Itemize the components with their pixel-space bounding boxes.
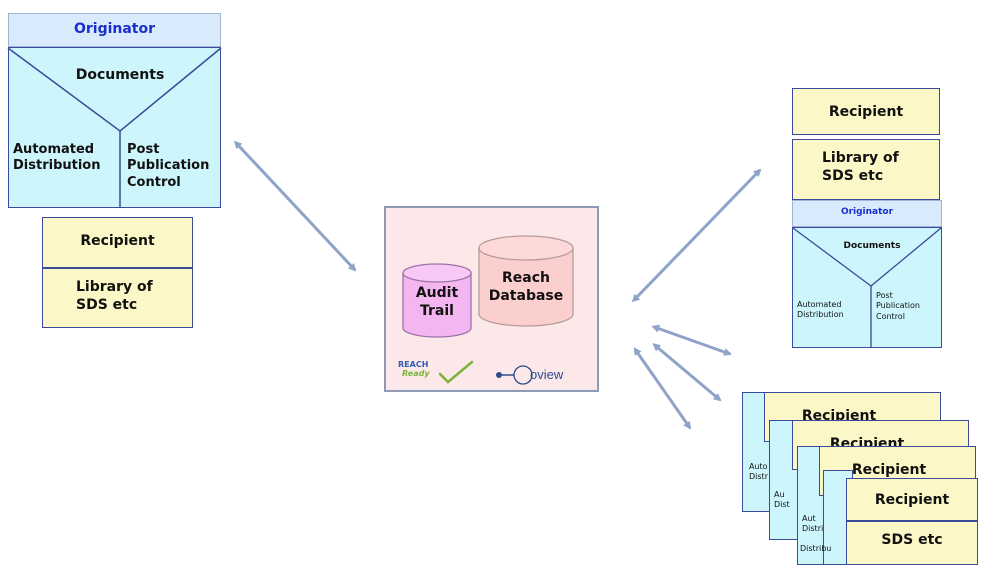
checkmark-icon <box>438 360 474 384</box>
arrow-hub-to-stack-2 <box>633 347 692 430</box>
arrow-left-to-hub <box>233 140 357 272</box>
documents-label-left: Documents <box>75 67 165 83</box>
audit-trail-cylinder <box>402 263 472 338</box>
library-label-right: Library of SDS etc <box>822 150 899 184</box>
reach-database-cylinder <box>478 235 574 327</box>
recipient-divider-right <box>792 134 940 140</box>
automated-distribution-left: Automated Distribution <box>13 142 101 174</box>
documents-label-right: Documents <box>843 241 901 251</box>
originator-label-left: Originator <box>73 21 156 37</box>
reach-database-label: Reach Database <box>488 270 564 304</box>
recipient-box-right <box>792 88 940 200</box>
post-publication-control-right: Post Publication Control <box>876 291 920 321</box>
stacked-card-4-title: Recipient <box>874 492 950 508</box>
recipient-title-left: Recipient <box>80 233 155 249</box>
stacked-card-4-divider <box>846 520 978 522</box>
recipient-title-right: Recipient <box>828 104 904 120</box>
stacked-card-2-fragment: Au Dist <box>774 490 790 509</box>
recipient-divider-left <box>42 267 193 269</box>
originator-header-right <box>792 200 942 227</box>
coview-dot-line-icon <box>496 365 533 385</box>
stacked-card-3-fragment: Aut Distrib <box>802 514 829 533</box>
originator-label-right: Originator <box>840 207 894 217</box>
reach-ready-logo: REACH Ready <box>396 360 476 386</box>
originator-header-left <box>8 13 221 47</box>
post-publication-control-left: Post Publication Control <box>127 142 210 190</box>
recipient-box-left <box>42 217 193 328</box>
automated-distribution-right: Automated Distribution <box>797 300 844 320</box>
library-label-left: Library of SDS etc <box>76 279 153 313</box>
stacked-card-1-fragment: Auto Distr <box>749 462 768 481</box>
coview-logo: oview <box>494 364 594 388</box>
arrow-hub-to-right-top <box>631 168 762 303</box>
arrow-hub-to-right-mid <box>651 324 732 356</box>
stacked-card-4-fragment: Distribu <box>800 544 832 553</box>
audit-trail-label: Audit Trail <box>415 285 459 319</box>
stacked-card-3-title: Recipient <box>851 462 927 478</box>
stacked-card-4-library: SDS etc <box>881 532 943 548</box>
